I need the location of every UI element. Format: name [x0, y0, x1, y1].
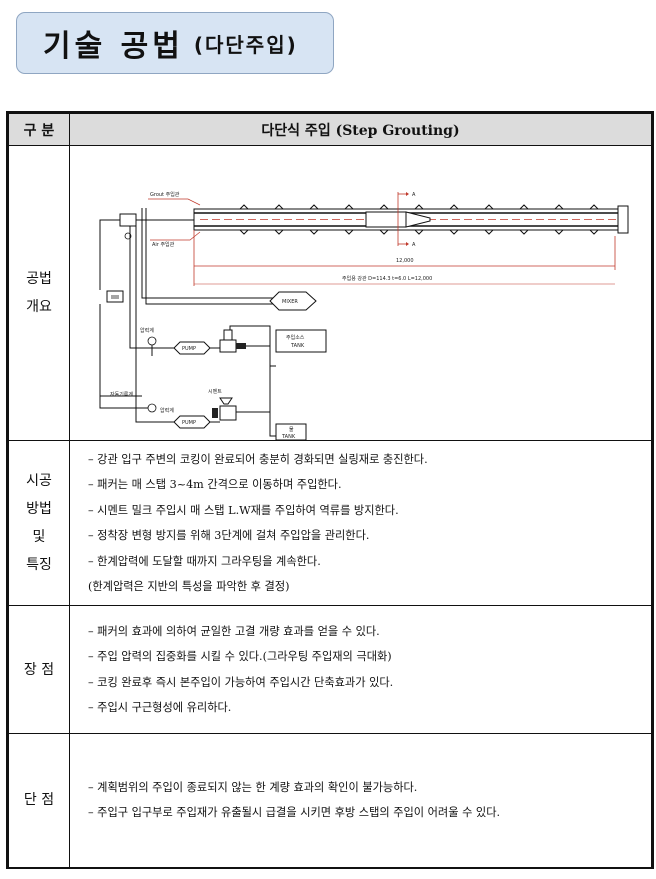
- title-box: 기술 공법 (다단주입): [16, 12, 334, 74]
- features-label: 시공 방법 및 특징: [6, 440, 70, 606]
- steel-pipe: [193, 204, 629, 235]
- pump-1: [173, 341, 211, 355]
- flow-meter-label: 자동기록계: [110, 391, 133, 398]
- features-row: 시공 방법 및 특징 – 강관 입구 주변의 코킹이 완료되어 충분히 경화되면…: [6, 440, 654, 606]
- page-subtitle: (다단주입): [193, 32, 298, 57]
- header-method: 다단식 주입 (Step Grouting): [69, 112, 654, 146]
- cement-label: 시멘트: [208, 388, 222, 395]
- source-tank: [275, 329, 327, 353]
- list-item: – 코킹 완료후 즉시 본주입이 가능하여 주입시간 단축효과가 있다.: [88, 675, 394, 689]
- mixer-label: MIXER: [282, 299, 298, 305]
- tank-1-line1: 주입소스: [286, 334, 305, 341]
- page-title: 기술 공법: [43, 29, 184, 64]
- list-item: – 패커는 매 스탭 3~4m 간격으로 이동하며 주입한다.: [88, 478, 342, 492]
- table-header-row: 구 분 다단식 주입 (Step Grouting): [6, 112, 654, 146]
- tank-1-line2: TANK: [290, 343, 305, 349]
- disadvantages-label: 단 점: [6, 733, 70, 868]
- pressure-gauge-1-label: 압력계: [140, 327, 154, 334]
- list-item: – 한계압력에 도달할 때까지 그라우팅을 계속한다.: [88, 554, 321, 568]
- list-item: – 주입구 입구부로 주입재가 유출될시 급결을 시키면 후방 스탭의 주입이 …: [88, 806, 501, 820]
- features-content: – 강관 입구 주변의 코킹이 완료되어 충분히 경화되면 실링재로 충진한다.…: [69, 440, 654, 606]
- grout-pipe-label: Grout 주입관: [150, 191, 180, 198]
- overview-diagram-cell: Grout 주입관 Air 주입관 A A 12,000 주입용 강관 D=11…: [69, 145, 654, 441]
- pump-2-label: PUMP: [182, 420, 196, 426]
- flow-indicator: [106, 290, 124, 303]
- mixer: [269, 291, 317, 311]
- agitator-1: [219, 325, 276, 367]
- piping: [99, 208, 280, 423]
- disadvantages-content: – 계획범위의 주입이 종료되지 않는 한 계량 효과의 확인이 불가능하다. …: [69, 733, 654, 868]
- length-dimension: 12,000: [396, 258, 414, 264]
- features-note: (한계압력은 지반의 특성을 파악한 후 결정): [88, 580, 290, 594]
- tank-2-line1: 물: [289, 427, 294, 433]
- section-a-bottom: A: [412, 242, 416, 248]
- list-item: – 강관 입구 주변의 코킹이 완료되어 충분히 경화되면 실링재로 충진한다.: [88, 452, 428, 466]
- section-a-top: A: [412, 192, 416, 198]
- list-item: – 주입 압력의 집중화를 시킬 수 있다.(그라우팅 주입재의 극대화): [88, 650, 392, 663]
- advantages-content: – 패커의 효과에 의하여 균일한 고결 개량 효과를 얻을 수 있다. – 주…: [69, 605, 654, 734]
- list-item: – 주입시 구근형성에 유리하다.: [88, 701, 232, 714]
- pump-2: [173, 415, 211, 429]
- pipe-teeth: [239, 204, 599, 235]
- pressure-gauge-2: [147, 403, 157, 413]
- overview-row: 공법 개요: [6, 145, 654, 441]
- grouting-diagram: Grout 주입관 Air 주입관 A A 12,000 주입용 강관 D=11…: [99, 191, 629, 440]
- disadvantages-row: 단 점 – 계획범위의 주입이 종료되지 않는 한 계량 효과의 확인이 불가능…: [6, 733, 654, 868]
- list-item: – 시멘트 밀크 주입시 매 스탭 L.W재를 주입하여 역류를 방지한다.: [88, 503, 399, 517]
- pressure-gauge-2-label: 압력계: [160, 407, 174, 414]
- advantages-label: 장 점: [6, 605, 70, 734]
- overview-label: 공법 개요: [6, 145, 70, 441]
- pressure-gauge-1: [147, 336, 157, 346]
- list-item: – 정착장 변형 방지를 위해 3단계에 걸쳐 주입압을 관리한다.: [88, 529, 370, 543]
- header-category: 구 분: [6, 112, 70, 146]
- method-table: 구 분 다단식 주입 (Step Grouting) 공법 개요: [6, 111, 654, 869]
- air-pipe-label: Air 주입관: [152, 241, 175, 248]
- list-item: – 계획범위의 주입이 종료되지 않는 한 계량 효과의 확인이 불가능하다.: [88, 780, 418, 794]
- tank-2-line2: TANK: [281, 434, 296, 440]
- pipe-spec: 주입용 강관 D=114.3 t=6.0 L=12,000: [342, 275, 432, 282]
- pipe-head: [119, 213, 137, 227]
- list-item: – 패커의 효과에 의하여 균일한 고결 개량 효과를 얻을 수 있다.: [88, 624, 380, 638]
- agitator-2: [212, 366, 276, 437]
- water-tank: [275, 423, 307, 440]
- pump-1-label: PUMP: [182, 346, 196, 352]
- advantages-row: 장 점 – 패커의 효과에 의하여 균일한 고결 개량 효과를 얻을 수 있다.…: [6, 605, 654, 734]
